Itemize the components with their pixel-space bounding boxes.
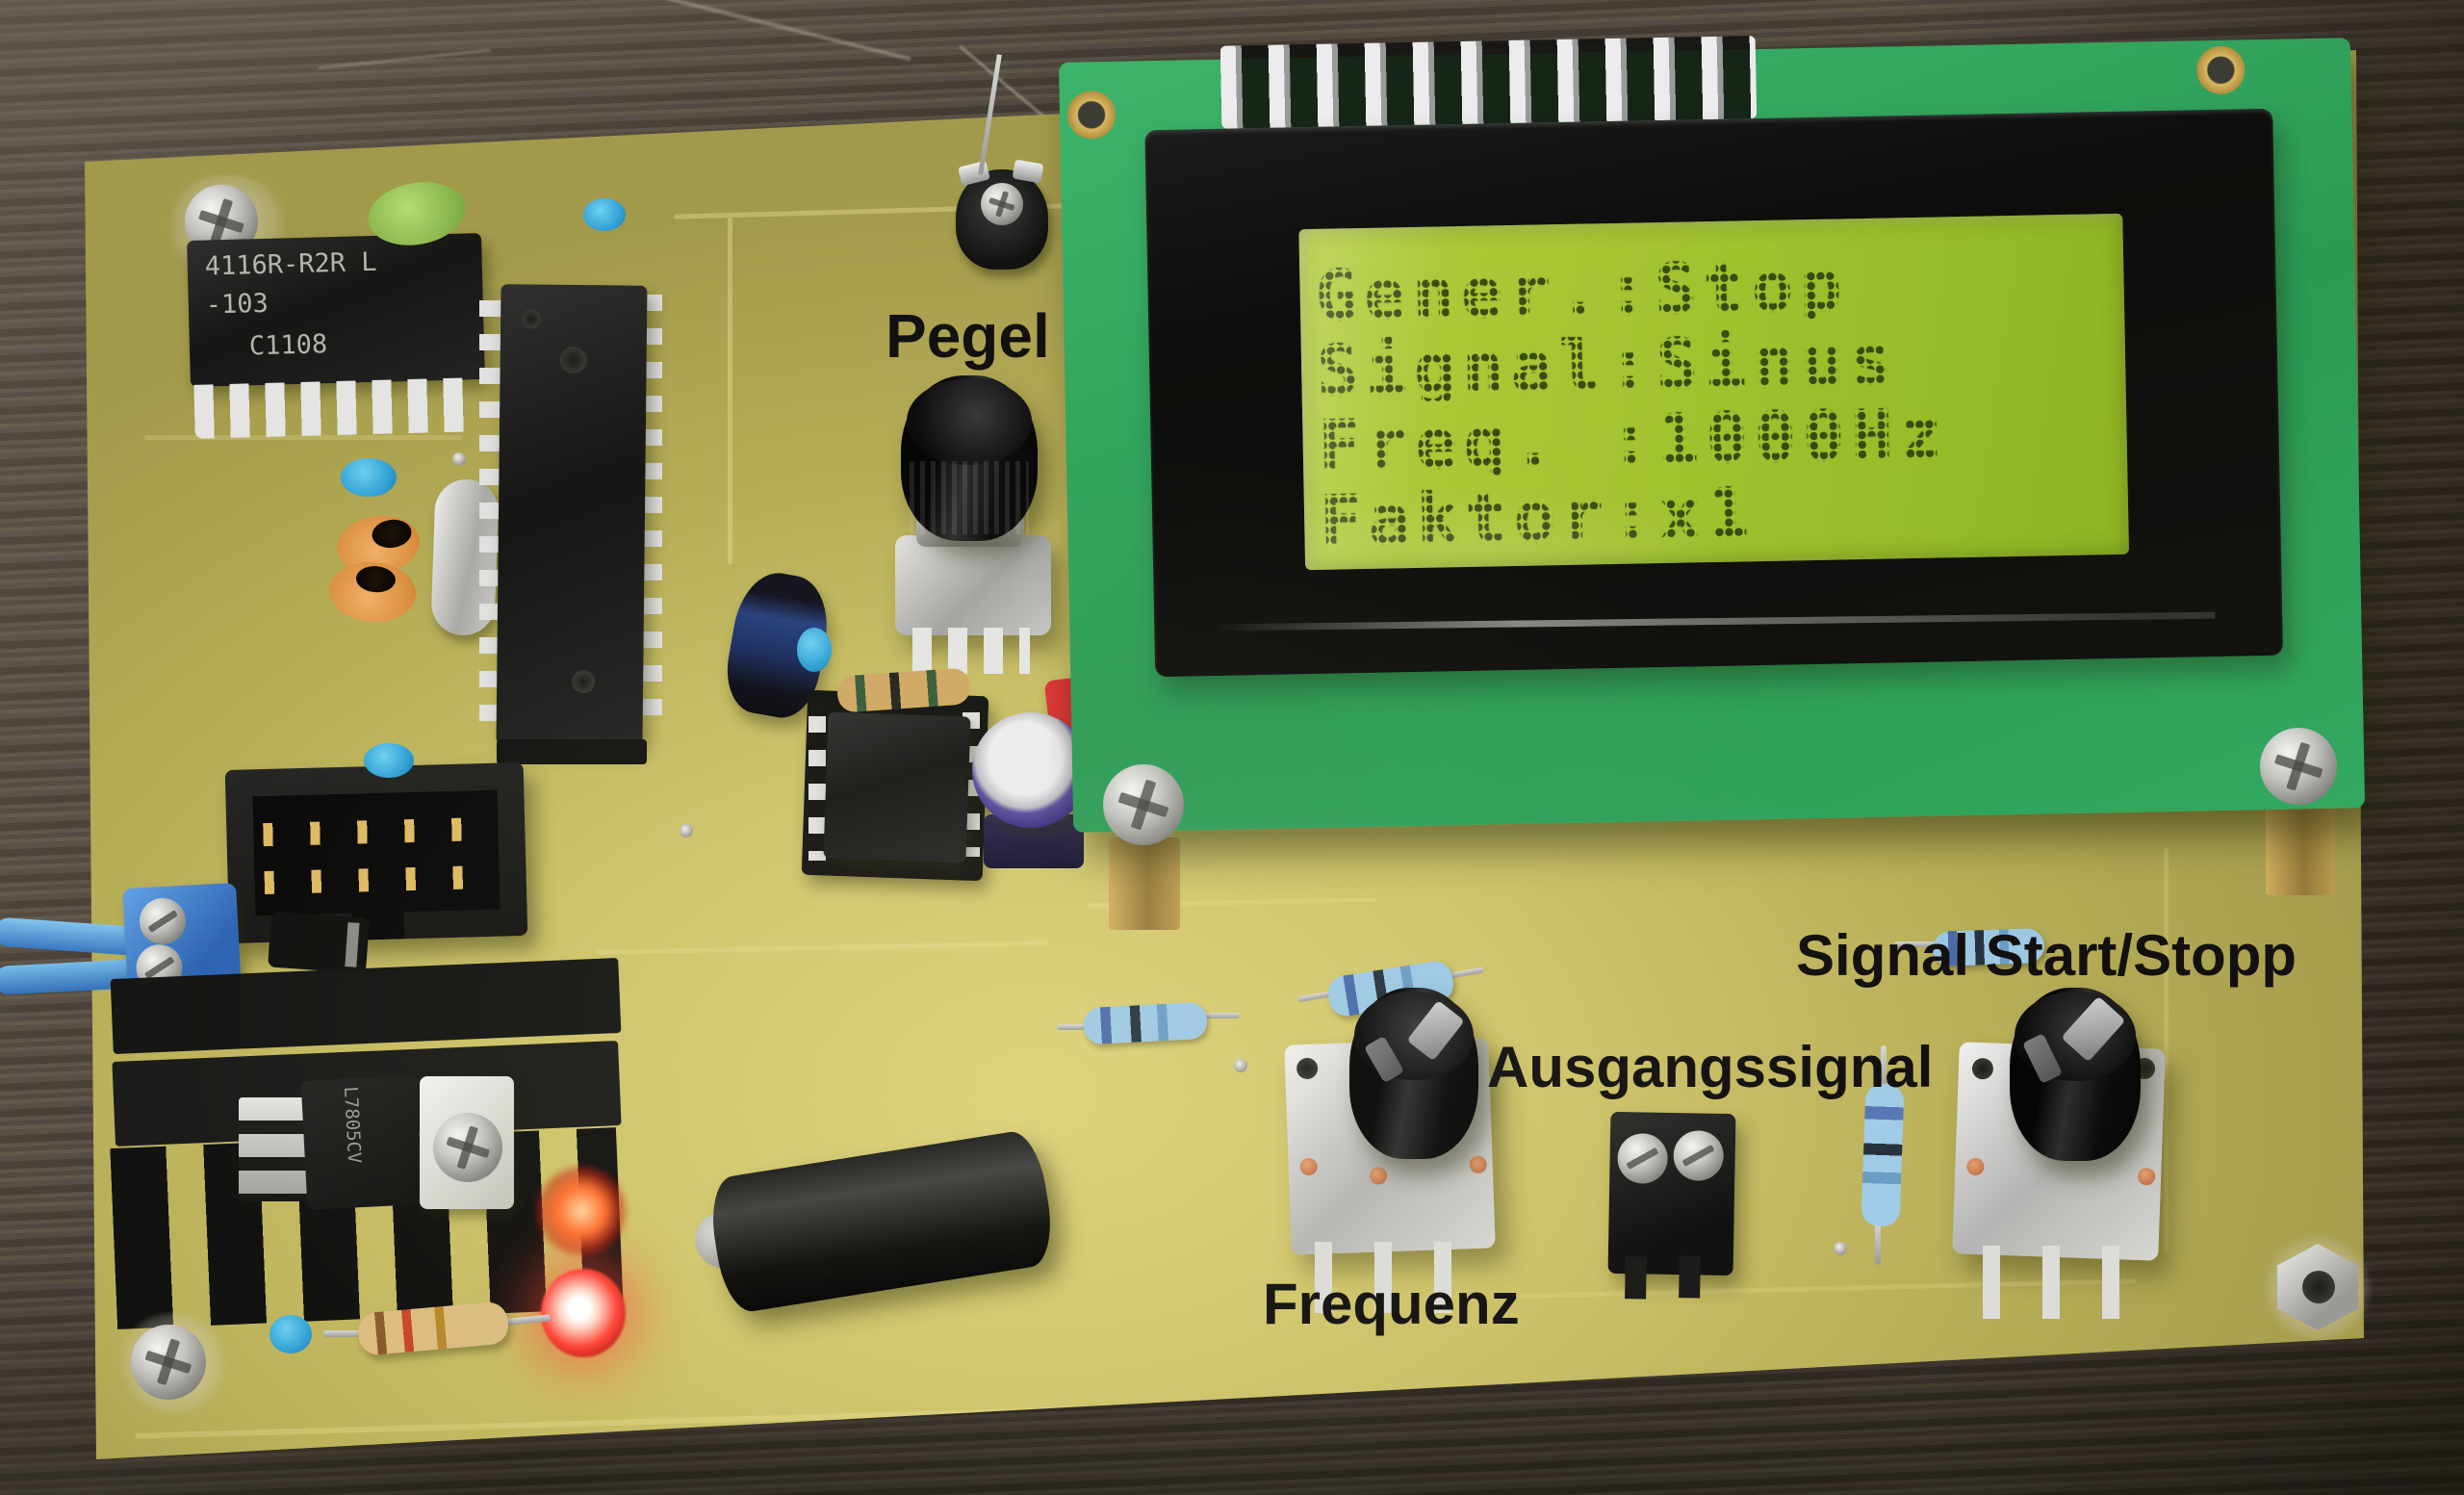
resistor-lead: [1875, 1221, 1881, 1265]
standoff-post: [2266, 803, 2335, 895]
idc-cavity: [252, 789, 500, 916]
lcd-text-line3: Freq. :1000Hz: [1317, 393, 1949, 486]
lcd-module: Gener.:Stop Signal:Sinus Freq. :1000Hz F…: [1059, 36, 2373, 844]
encoder-rivet: [1299, 1157, 1318, 1176]
pegel-pot-base: [895, 535, 1051, 635]
pcb-trace: [144, 435, 462, 440]
encoder-rivet: [2137, 1167, 2156, 1186]
blue-capacitor: [270, 1315, 312, 1353]
terminal-leg: [1679, 1255, 1701, 1299]
resistor-network-chip: 4116R-R2R L -103 C1108: [187, 233, 485, 387]
trimmer-ear: [1012, 159, 1044, 184]
resistor-lead: [1199, 1013, 1240, 1018]
lcd-text-line2: Signal:Sinus: [1316, 319, 1900, 411]
chip-dimple: [522, 309, 542, 329]
blue-capacitor: [364, 743, 414, 778]
lcd-corner-screw: [1103, 764, 1184, 845]
wood-scratch: [667, 0, 911, 62]
frequency-knob: [1349, 988, 1478, 1159]
knob-knurl: [909, 461, 1030, 535]
wood-scratch: [318, 48, 491, 70]
label-signal-start-stopp: Signal Start/Stopp: [1796, 923, 2297, 988]
hex-nut: [2277, 1244, 2358, 1330]
opamp-pins-left: [808, 716, 826, 861]
pcb-trace: [728, 218, 732, 564]
pegel-pot-pins: [912, 628, 1030, 674]
lcd-text-line1: Gener.:Stop: [1314, 245, 1850, 336]
opamp-chip: [823, 711, 971, 863]
regulator-screw: [433, 1113, 502, 1182]
diode-band: [345, 922, 360, 967]
capacitor-mark: [370, 517, 414, 551]
microcontroller-chip: [496, 284, 648, 746]
terminal-leg: [1625, 1256, 1647, 1300]
solder-pad: [680, 824, 693, 838]
encoder-rivet: [1966, 1157, 1985, 1176]
trimmer-pot: [956, 159, 1048, 270]
regulator-bracket: [239, 1097, 310, 1201]
electrolytic-470u-top: [972, 712, 1090, 828]
diode: [268, 911, 370, 974]
resistor-blue-vertical: [1861, 1083, 1905, 1227]
encoder-rivet: [1469, 1155, 1488, 1174]
chip-marking: 4116R-R2R L: [204, 246, 377, 282]
led-glow: [535, 1165, 628, 1257]
solder-pad: [1834, 1242, 1847, 1255]
label-pegel: Pegel: [886, 301, 1050, 371]
blue-capacitor: [797, 628, 832, 672]
encoder-legs: [1315, 1242, 1467, 1313]
pegel-knob-top: [906, 378, 1033, 465]
terminal-screw: [1617, 1133, 1669, 1184]
pcb-trace: [2164, 847, 2169, 1251]
pegel-knob: [901, 375, 1038, 541]
chip-marking: -103: [205, 288, 270, 321]
lcd-corner-screw: [2260, 728, 2337, 805]
voltage-regulator: L7805CV: [300, 1074, 424, 1211]
resistor-lead: [1057, 1024, 1095, 1030]
pcb-trace: [596, 941, 1050, 955]
resistor-lead: [323, 1330, 366, 1337]
regulator-marking: L7805CV: [339, 1085, 366, 1165]
blue-capacitor: [341, 458, 397, 497]
resistor-lead: [1894, 941, 1938, 947]
encoder-rivet: [1369, 1167, 1388, 1185]
chip-marking: C1108: [248, 329, 328, 362]
label-frequenz: Frequenz: [1263, 1272, 1520, 1336]
encoder-hole: [1296, 1057, 1319, 1080]
terminal-screw: [1673, 1130, 1725, 1181]
mcu-socket-edge: [497, 739, 647, 764]
terminal-block-output: [1607, 1111, 1736, 1300]
trimmer-screw: [981, 183, 1023, 225]
nut-hole: [2302, 1271, 2335, 1303]
terminal-screw: [138, 896, 188, 946]
solder-pad: [452, 452, 466, 466]
lcd-text-line4: Faktor:x1 _: [1319, 466, 2048, 561]
chip-dimple: [572, 670, 596, 694]
lcd-pin-header: [1219, 36, 1758, 129]
resistor-blue: [1083, 1001, 1208, 1045]
chip-pins: [193, 377, 478, 439]
capacitor-mark: [355, 564, 398, 594]
chip-dimple: [559, 346, 587, 374]
standoff-post: [1109, 838, 1180, 930]
blue-capacitor: [583, 198, 626, 231]
led-red-on: [541, 1269, 626, 1357]
lcd-display: Gener.:Stop Signal:Sinus Freq. :1000Hz F…: [1298, 213, 2130, 571]
encoder-legs: [1983, 1246, 2137, 1319]
encoder-hole: [1971, 1057, 1994, 1080]
label-ausgangssignal: Ausgangssignal: [1487, 1035, 1934, 1099]
solder-pad: [1234, 1059, 1247, 1072]
corner-screw: [131, 1325, 206, 1400]
pcb-trace: [135, 1374, 2252, 1439]
startstop-knob: [2010, 988, 2141, 1161]
resistor-lead: [1881, 1045, 1886, 1092]
